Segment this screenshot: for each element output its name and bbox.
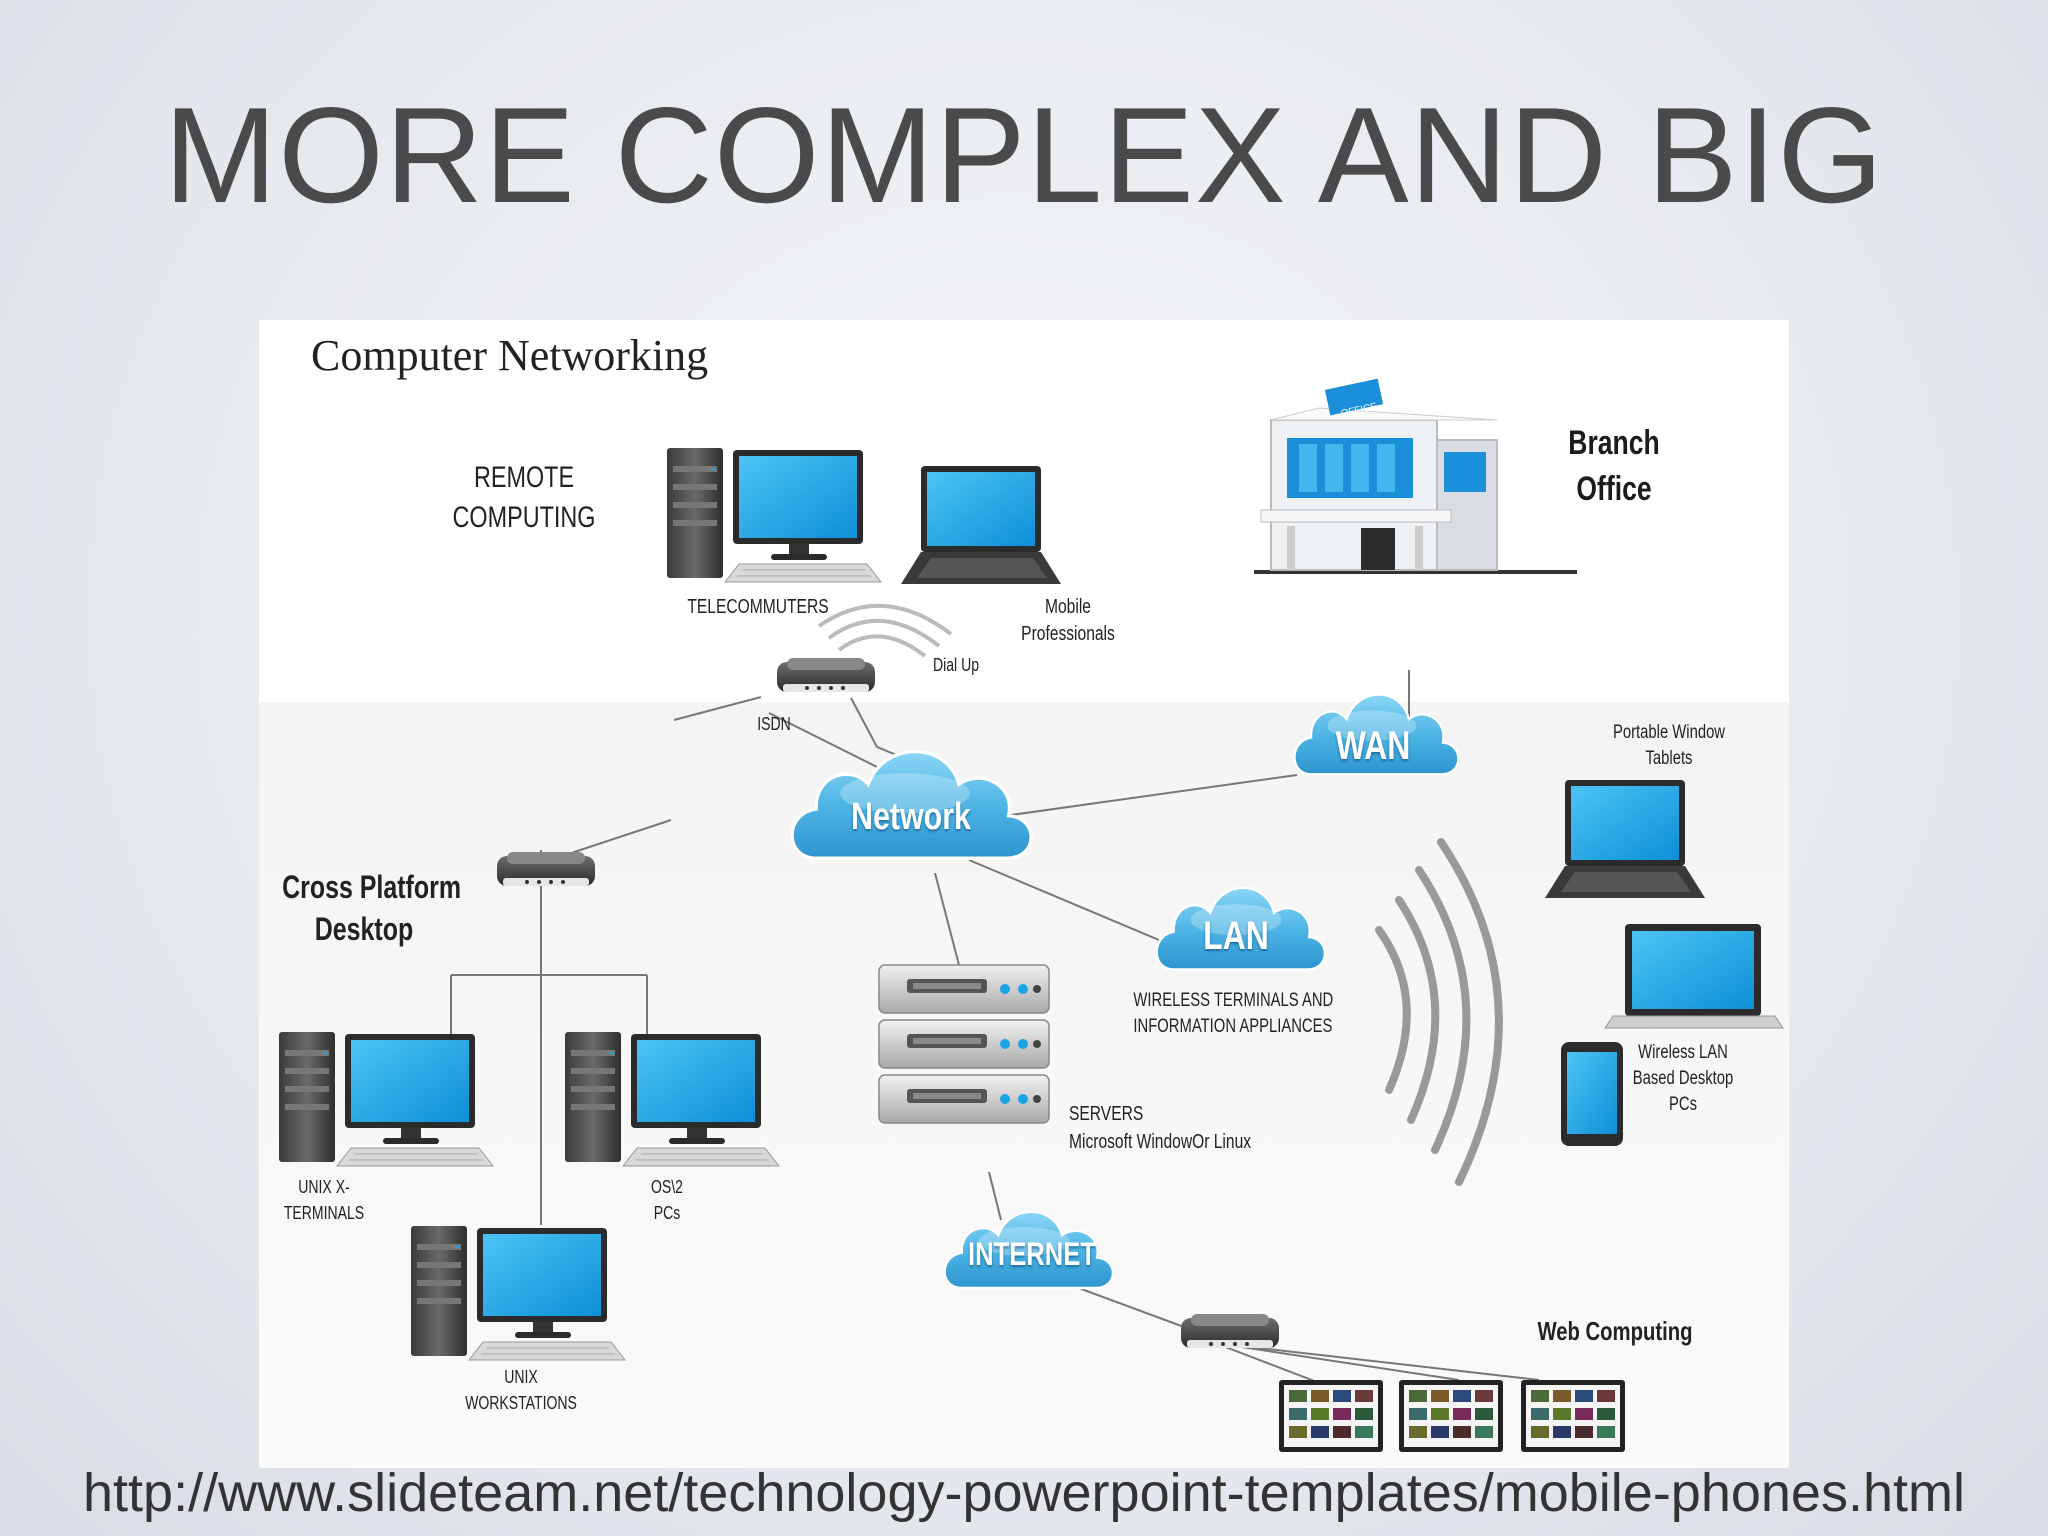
unix-x-label-line2: TERMINALS xyxy=(283,1203,365,1223)
os2-pcs-label: OS\2 PCs xyxy=(636,1174,698,1226)
network-cloud-label: Network xyxy=(851,796,971,838)
web-computing-label: Web Computing xyxy=(1537,1316,1693,1346)
isdn-router-icon xyxy=(777,658,875,692)
branch-office-label-line2: Office xyxy=(1576,470,1652,508)
branch-office-label-line1: Branch xyxy=(1568,424,1660,462)
wan-cloud-label: WAN xyxy=(1335,724,1411,768)
unix-workstation-desktop-icon xyxy=(410,1225,626,1361)
remote-computing-label-line1: REMOTE xyxy=(473,461,575,494)
servers-label: SERVERS Microsoft WindowOr Linux xyxy=(1069,1100,1256,1156)
portable-tablets-label-line2: Tablets xyxy=(1645,748,1693,769)
os2-label-line2: PCs xyxy=(653,1203,681,1223)
mobile-professionals-label: Mobile Professionals xyxy=(1010,594,1127,648)
internet-cloud-label: INTERNET xyxy=(968,1236,1096,1272)
os2-label-line1: OS\2 xyxy=(650,1177,684,1197)
network-diagram: Computer Networking REMOTE COMPUTING TEL… xyxy=(259,320,1789,1468)
wireless-signal-icon xyxy=(1375,838,1503,1186)
unix-x-terminals-label: UNIX X- TERMINALS xyxy=(281,1174,367,1226)
web-screen-icon-2 xyxy=(1399,1380,1503,1452)
wireless-lan-label-line2: Based Desktop xyxy=(1632,1068,1734,1089)
web-router-icon xyxy=(1181,1314,1279,1348)
dial-up-label: Dial Up xyxy=(932,655,980,675)
mobile-laptop-icon xyxy=(901,466,1061,584)
lan-cloud-label: LAN xyxy=(1203,914,1269,958)
unix-x-terminal-desktop-icon xyxy=(278,1031,494,1167)
servers-rack-icon xyxy=(878,964,1050,1124)
diagram-graphics xyxy=(278,378,1784,1452)
slide-title: MORE COMPLEX AND BIG xyxy=(163,79,1885,231)
servers-label-line1: SERVERS xyxy=(1069,1103,1144,1125)
wireless-lan-laptop-icon xyxy=(1604,924,1784,1029)
branch-office-building-icon xyxy=(1254,378,1577,574)
isdn-label: ISDN xyxy=(757,714,791,734)
wireless-terminals-label: WIRELESS TERMINALS AND INFORMATION APPLI… xyxy=(1133,988,1334,1040)
tablet-device-icon xyxy=(1561,1042,1623,1146)
web-screen-icon-3 xyxy=(1521,1380,1625,1452)
web-screen-icon-1 xyxy=(1279,1380,1383,1452)
telecommuter-desktop-icon xyxy=(666,447,882,583)
portable-tablet-laptop-icon xyxy=(1545,780,1705,898)
os2-pc-desktop-icon xyxy=(564,1031,780,1167)
remote-computing-label-line2: COMPUTING xyxy=(452,501,596,534)
cross-platform-router-icon xyxy=(497,852,595,886)
cross-platform-label-line1: Cross Platform xyxy=(282,869,462,905)
source-url: http://www.slideteam.net/technology-powe… xyxy=(83,1463,1965,1523)
wireless-terminals-label-line2: INFORMATION APPLIANCES xyxy=(1133,1016,1333,1037)
branch-office-label: Branch Office xyxy=(1563,420,1664,512)
cross-platform-label-line2: Desktop xyxy=(314,911,414,947)
unix-workstations-label-line1: UNIX xyxy=(504,1367,538,1387)
wireless-lan-desktop-label: Wireless LAN Based Desktop PCs xyxy=(1628,1040,1737,1118)
unix-workstations-label: UNIX WORKSTATIONS xyxy=(459,1364,584,1416)
connection-lines xyxy=(450,670,1540,1383)
telecommuters-label: TELECOMMUTERS xyxy=(687,596,829,618)
unix-x-label-line1: UNIX X- xyxy=(298,1177,350,1197)
mobile-professionals-label-line1: Mobile xyxy=(1045,596,1091,618)
diagram-title: Computer Networking xyxy=(311,331,709,380)
portable-tablets-label-line1: Portable Window xyxy=(1612,722,1726,743)
wireless-lan-label-line3: PCs xyxy=(1668,1094,1698,1115)
portable-tablets-label: Portable Window Tablets xyxy=(1599,720,1739,772)
wireless-lan-label-line1: Wireless LAN xyxy=(1638,1042,1728,1063)
unix-workstations-label-line2: WORKSTATIONS xyxy=(465,1393,577,1413)
servers-label-line2: Microsoft WindowOr Linux xyxy=(1069,1131,1252,1153)
mobile-professionals-label-line2: Professionals xyxy=(1021,623,1115,645)
remote-computing-label: REMOTE COMPUTING xyxy=(450,458,598,538)
cross-platform-desktop-label: Cross Platform Desktop xyxy=(282,866,462,950)
wireless-terminals-label-line1: WIRELESS TERMINALS AND xyxy=(1133,990,1334,1011)
dial-up-signal-icon xyxy=(817,603,953,658)
